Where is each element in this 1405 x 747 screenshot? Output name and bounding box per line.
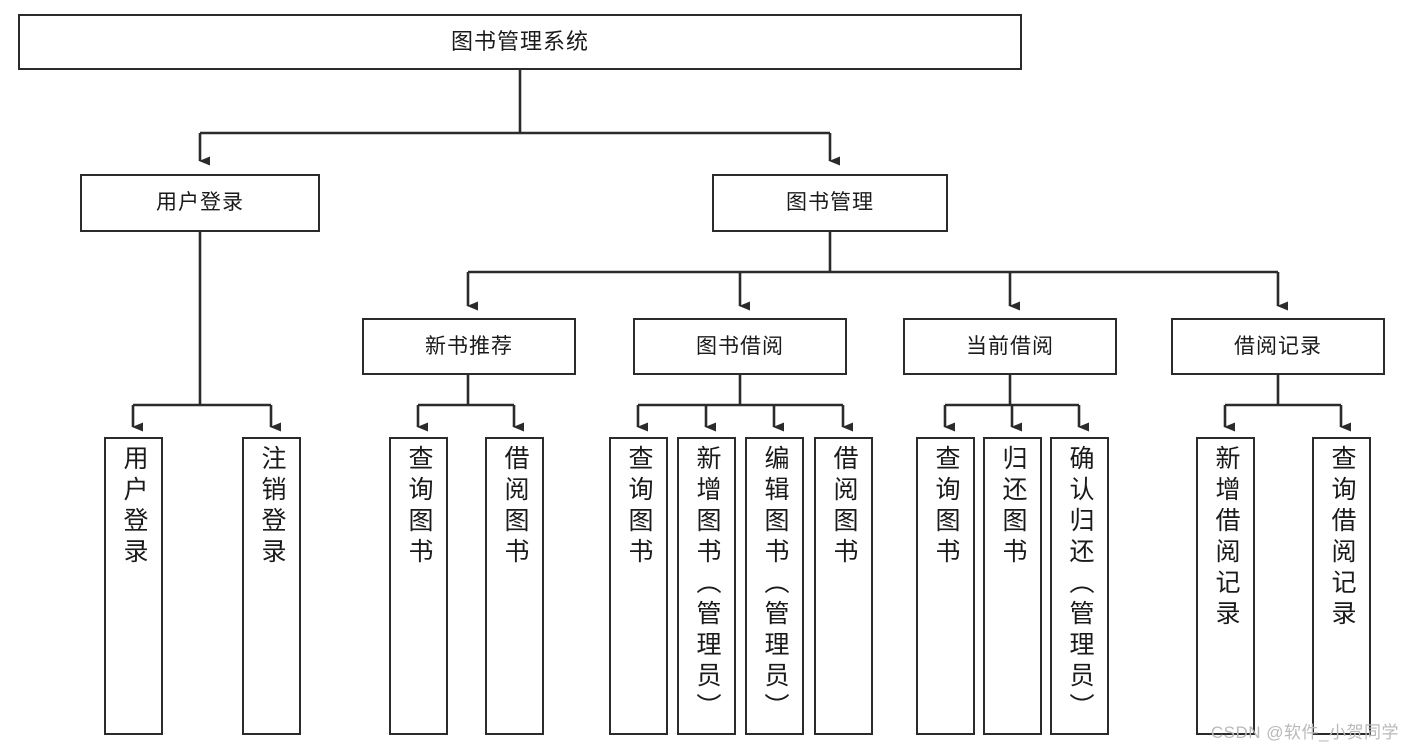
leaf-add-book[interactable]: 新增图书（管理员） — [677, 437, 736, 735]
leaf-return-book-label: 归还图书 — [999, 445, 1027, 569]
leaf-borrow-book-2[interactable]: 借阅图书 — [814, 437, 873, 735]
leaf-borrow-book-1[interactable]: 借阅图书 — [485, 437, 544, 735]
leaf-add-book-label: 新增图书（管理员） — [693, 445, 721, 724]
leaf-edit-book[interactable]: 编辑图书（管理员） — [745, 437, 804, 735]
leaf-logout-login-label: 注销登录 — [258, 445, 286, 569]
leaf-query-book-2-label: 查询图书 — [625, 445, 653, 569]
leaf-query-book-1[interactable]: 查询图书 — [389, 437, 448, 735]
leaf-add-record[interactable]: 新增借阅记录 — [1196, 437, 1255, 735]
node-book-borrow[interactable]: 图书借阅 — [633, 318, 847, 375]
leaf-user-login[interactable]: 用户登录 — [104, 437, 163, 735]
node-current-borrow-label: 当前借阅 — [966, 334, 1054, 358]
leaf-return-book[interactable]: 归还图书 — [983, 437, 1042, 735]
node-borrow-record[interactable]: 借阅记录 — [1171, 318, 1385, 375]
node-book-borrow-label: 图书借阅 — [696, 334, 784, 358]
leaf-query-book-1-label: 查询图书 — [405, 445, 433, 569]
leaf-query-book-2[interactable]: 查询图书 — [609, 437, 668, 735]
leaf-query-book-3[interactable]: 查询图书 — [916, 437, 975, 735]
node-root-label: 图书管理系统 — [450, 28, 589, 54]
leaf-logout-login[interactable]: 注销登录 — [242, 437, 301, 735]
leaf-edit-book-label: 编辑图书（管理员） — [761, 445, 789, 724]
leaf-user-login-label: 用户登录 — [120, 445, 148, 569]
node-book-manage-label: 图书管理 — [786, 191, 874, 215]
node-new-book-recommend-label: 新书推荐 — [425, 334, 513, 358]
leaf-confirm-return[interactable]: 确认归还（管理员） — [1050, 437, 1109, 735]
leaf-borrow-book-1-label: 借阅图书 — [501, 445, 529, 569]
node-new-book-recommend[interactable]: 新书推荐 — [362, 318, 576, 375]
leaf-add-record-label: 新增借阅记录 — [1212, 445, 1240, 631]
node-borrow-record-label: 借阅记录 — [1234, 334, 1322, 358]
leaf-confirm-return-label: 确认归还（管理员） — [1066, 445, 1094, 724]
leaf-query-book-3-label: 查询图书 — [932, 445, 960, 569]
node-root[interactable]: 图书管理系统 — [18, 14, 1022, 70]
leaf-query-record-label: 查询借阅记录 — [1328, 445, 1356, 631]
watermark-text: CSDN @软件_小贺同学 — [1210, 723, 1399, 742]
node-current-borrow[interactable]: 当前借阅 — [903, 318, 1117, 375]
node-user-login-label: 用户登录 — [156, 191, 244, 215]
node-book-manage[interactable]: 图书管理 — [712, 174, 948, 232]
node-user-login[interactable]: 用户登录 — [80, 174, 320, 232]
leaf-borrow-book-2-label: 借阅图书 — [830, 445, 858, 569]
leaf-query-record[interactable]: 查询借阅记录 — [1312, 437, 1371, 735]
